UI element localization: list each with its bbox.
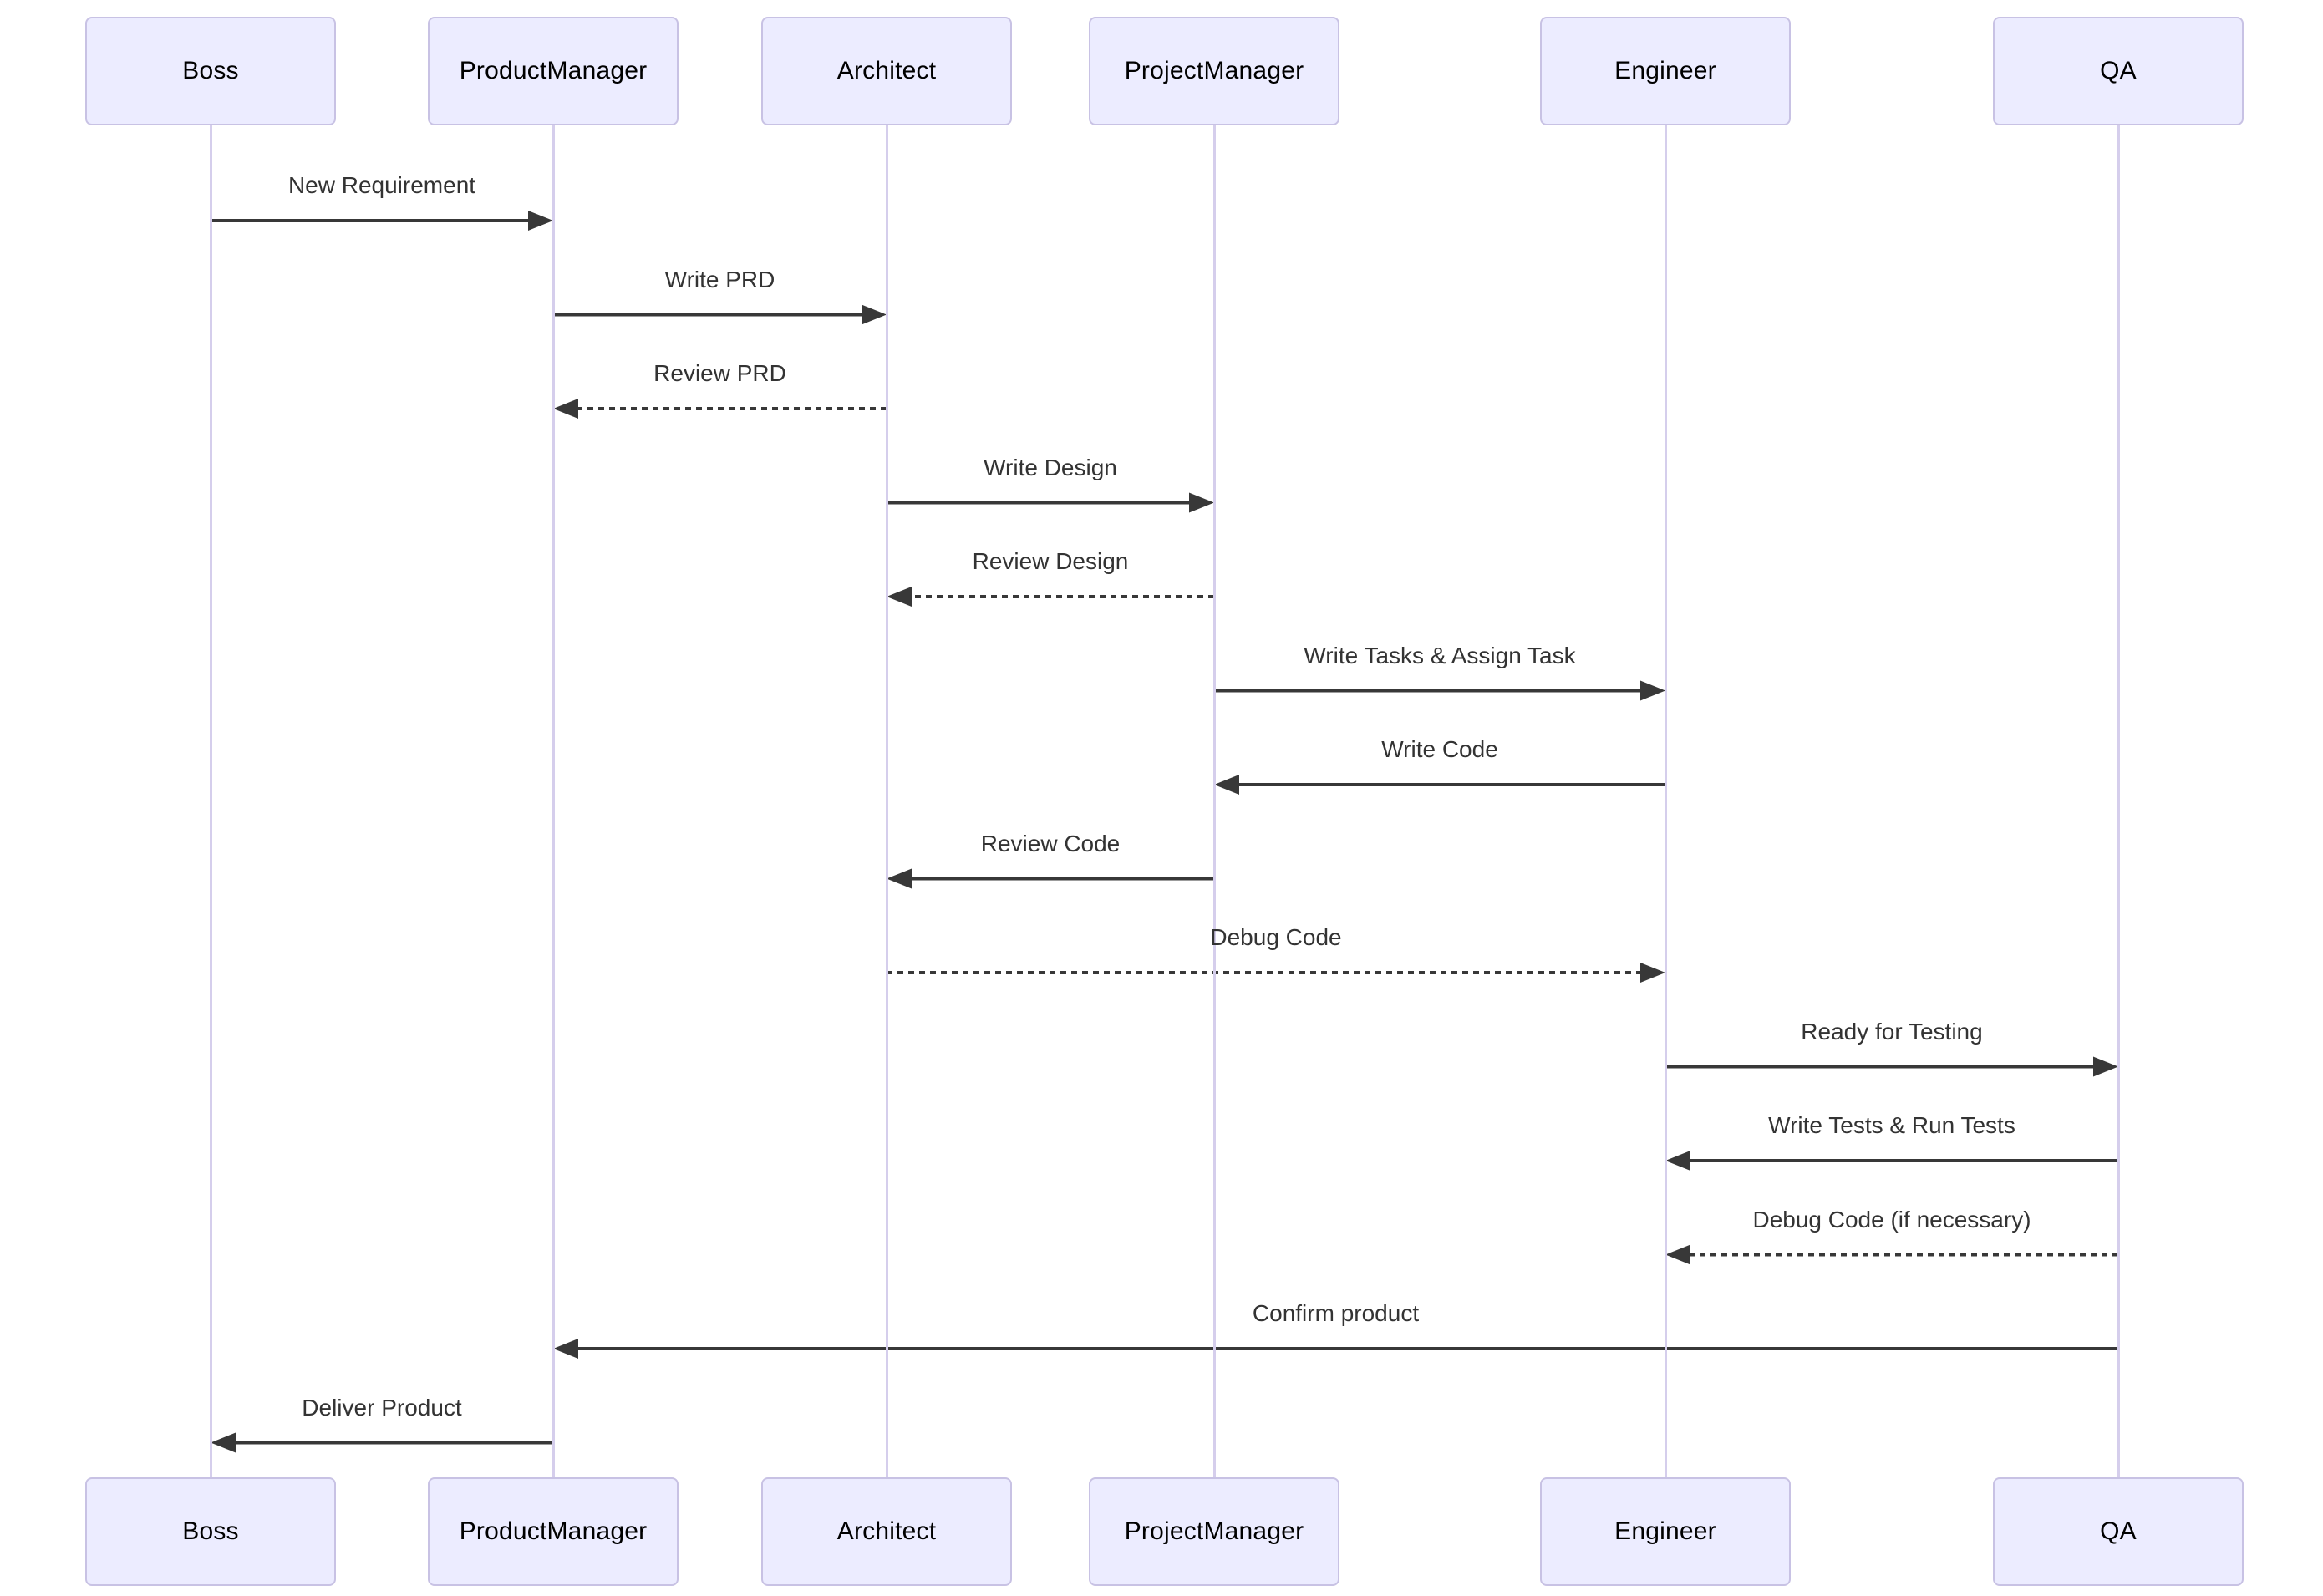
message-arrowhead-new-requirement xyxy=(528,211,553,231)
message-label-write-tests-run-tests: Write Tests & Run Tests xyxy=(1768,1112,2015,1138)
message-label-debug-code: Debug Code xyxy=(1210,924,1342,950)
actor-bottom-projectmanager: ProjectManager xyxy=(1089,1477,1339,1586)
actor-bottom-qa: QA xyxy=(1993,1477,2244,1586)
message-arrowhead-write-code xyxy=(1214,775,1239,795)
message-arrowhead-review-design xyxy=(887,587,912,607)
lifeline-architect xyxy=(885,125,888,1477)
message-label-debug-code-if-necessary: Debug Code (if necessary) xyxy=(1752,1206,2031,1233)
message-arrowhead-debug-code xyxy=(1640,963,1665,983)
message-arrowhead-write-design xyxy=(1189,492,1214,513)
message-label-write-prd: Write PRD xyxy=(664,266,775,292)
actor-top-architect: Architect xyxy=(761,17,1012,125)
actor-top-projectmanager: ProjectManager xyxy=(1089,17,1339,125)
message-label-write-code: Write Code xyxy=(1381,736,1498,762)
message-arrowhead-write-prd xyxy=(862,304,887,325)
message-label-confirm-product: Confirm product xyxy=(1252,1300,1420,1326)
message-label-ready-for-testing: Ready for Testing xyxy=(1801,1018,1983,1045)
message-arrowhead-write-tests-run-tests xyxy=(1665,1151,1690,1171)
message-label-review-code: Review Code xyxy=(980,830,1121,856)
message-label-review-prd: Review PRD xyxy=(653,360,786,386)
message-label-write-design: Write Design xyxy=(984,454,1117,480)
actor-bottom-boss: Boss xyxy=(85,1477,336,1586)
actor-bottom-architect: Architect xyxy=(761,1477,1012,1586)
message-arrowhead-debug-code-if-necessary xyxy=(1665,1244,1690,1265)
lifeline-productmanager xyxy=(552,125,555,1477)
lifeline-projectmanager xyxy=(1212,125,1216,1477)
lifeline-boss xyxy=(209,125,212,1477)
actor-top-qa: QA xyxy=(1993,17,2244,125)
message-arrowhead-write-tasks-assign-task xyxy=(1640,680,1665,701)
message-arrowhead-ready-for-testing xyxy=(2093,1056,2118,1077)
actor-top-boss: Boss xyxy=(85,17,336,125)
message-arrowhead-review-code xyxy=(887,868,912,889)
lifeline-engineer xyxy=(1664,125,1667,1477)
actor-top-productmanager: ProductManager xyxy=(428,17,679,125)
message-arrowhead-review-prd xyxy=(553,399,578,419)
message-label-review-design: Review Design xyxy=(972,548,1129,574)
message-label-new-requirement: New Requirement xyxy=(287,172,476,198)
message-arrowhead-confirm-product xyxy=(553,1339,578,1359)
actor-top-engineer: Engineer xyxy=(1540,17,1791,125)
actor-bottom-productmanager: ProductManager xyxy=(428,1477,679,1586)
message-arrowhead-deliver-product xyxy=(211,1432,236,1453)
message-label-deliver-product: Deliver Product xyxy=(302,1394,462,1421)
message-label-write-tasks-assign-task: Write Tasks & Assign Task xyxy=(1304,642,1576,668)
lifeline-qa xyxy=(2117,125,2120,1477)
actor-bottom-engineer: Engineer xyxy=(1540,1477,1791,1586)
